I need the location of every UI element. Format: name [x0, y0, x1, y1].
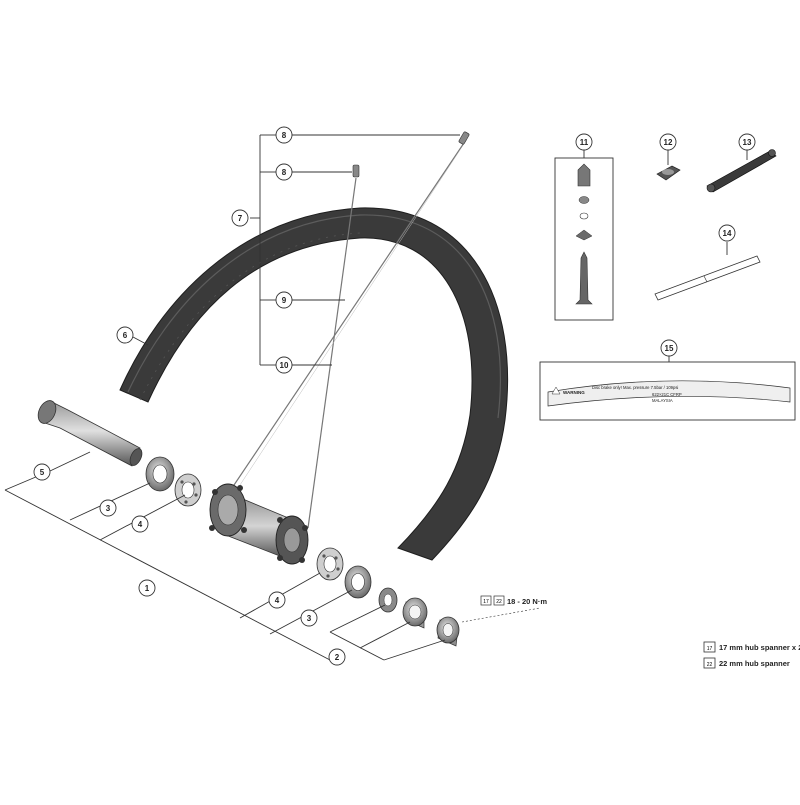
svg-text:8: 8 [282, 131, 287, 140]
svg-text:4: 4 [138, 520, 143, 529]
svg-text:22: 22 [707, 662, 713, 668]
torque-note: 17 22 18 - 20 N·m [480, 595, 547, 606]
spanner-22-label: 22 [496, 599, 502, 605]
valve-washer [579, 212, 589, 220]
axle [37, 400, 143, 467]
dust-seal-left [145, 456, 175, 492]
callout-3-right: 3 [300, 609, 318, 627]
rim-tape [654, 242, 761, 301]
callout-12: 12 [659, 133, 677, 151]
valve-set [554, 150, 614, 321]
svg-text:15: 15 [665, 344, 674, 353]
valve-cap [577, 163, 591, 187]
valve-stem [575, 251, 593, 305]
callout-11: 11 [575, 133, 593, 151]
spoke-nipple-mid [352, 164, 360, 178]
spokes [231, 139, 467, 529]
valve-nut [578, 196, 590, 204]
tubeless-plug [656, 150, 681, 181]
svg-text:13: 13 [743, 138, 752, 147]
lock-nut-assembly [378, 587, 541, 647]
callout-5: 5 [33, 463, 51, 481]
tool-legend: 17 17 mm hub spanner x 2 22 22 mm hub sp… [703, 641, 800, 669]
svg-text:10: 10 [280, 361, 289, 370]
legend-item-2: 22 mm hub spanner [719, 659, 790, 668]
decal-line1: Disc brake only! Max. pressure 7.5bar / … [592, 385, 678, 390]
svg-text:2: 2 [335, 653, 340, 662]
callout-14: 14 [718, 224, 736, 242]
spanner-17-label: 17 [483, 599, 489, 605]
callout-4-right: 4 [268, 591, 286, 609]
callout-15: 15 [660, 339, 678, 357]
bearing-left [174, 473, 202, 507]
torque-value: 18 - 20 N·m [507, 597, 547, 606]
callout-4-left: 4 [131, 515, 149, 533]
svg-text:5: 5 [40, 468, 45, 477]
callout-7: 7 [231, 209, 249, 227]
dust-seal-right [344, 565, 372, 599]
svg-text:17: 17 [707, 646, 713, 652]
spanner-17-legend-icon [703, 641, 716, 653]
svg-text:4: 4 [275, 596, 280, 605]
svg-text:7: 7 [238, 214, 243, 223]
rim [119, 207, 509, 561]
rim-decal: WARNING Disc brake only! Max. pressure 7… [539, 356, 796, 421]
decal-size: 622×21C CFRP [652, 392, 682, 397]
svg-text:9: 9 [282, 296, 287, 305]
spanner-22-icon [493, 595, 505, 606]
callout-13: 13 [738, 133, 756, 151]
bearing-right [316, 547, 344, 581]
decal-origin: MALAYSIA [652, 398, 673, 403]
callout-8-mid: 8 [275, 163, 293, 181]
callout-10: 10 [275, 356, 293, 374]
decal-warning: WARNING [563, 390, 585, 395]
callout-3-left: 3 [99, 499, 117, 517]
svg-text:6: 6 [123, 331, 128, 340]
svg-text:3: 3 [106, 504, 111, 513]
svg-text:11: 11 [580, 138, 589, 147]
svg-text:1: 1 [145, 584, 150, 593]
callout-6: 6 [116, 326, 134, 344]
legend-item-1: 17 mm hub spanner x 2 [719, 643, 800, 652]
svg-text:8: 8 [282, 168, 287, 177]
svg-text:3: 3 [307, 614, 312, 623]
spanner-17-icon [480, 595, 492, 606]
spoke-nipple-top [458, 131, 470, 145]
svg-text:14: 14 [723, 229, 732, 238]
callout-8-top: 8 [275, 126, 293, 144]
callout-1: 1 [138, 579, 156, 597]
valve-seat [575, 229, 593, 241]
spanner-22-legend-icon [703, 657, 716, 669]
hub-body [209, 483, 309, 565]
spoke-wrench [706, 149, 777, 193]
svg-text:12: 12 [664, 138, 673, 147]
warning-icon [551, 386, 561, 395]
callout-9: 9 [275, 291, 293, 309]
callout-2: 2 [328, 648, 346, 666]
